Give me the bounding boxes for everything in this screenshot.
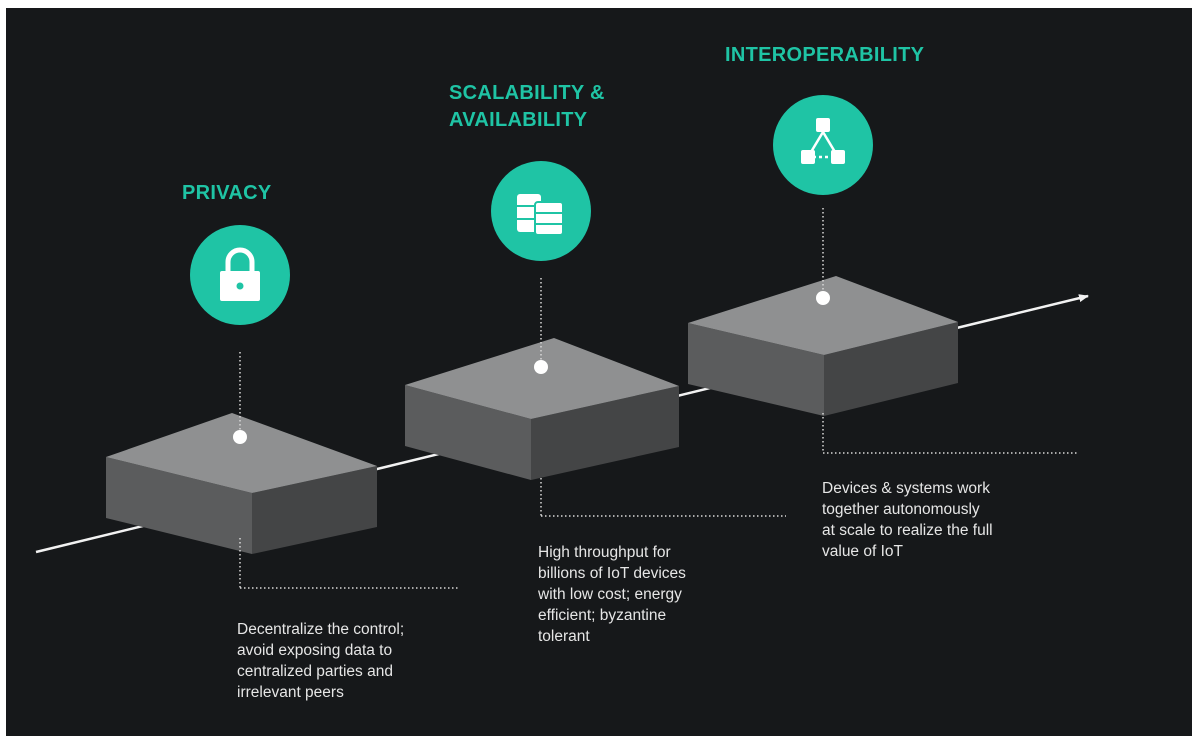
interoperability-heading: INTEROPERABILITY — [725, 44, 925, 66]
scalability-block-top-face — [405, 338, 679, 419]
diagram-canvas: PRIVACY SCALABILITY & AVAILABILITY INTER… — [6, 8, 1192, 736]
privacy-block-right-face — [252, 466, 377, 554]
scalability-block-right-face — [531, 386, 679, 480]
privacy-block — [106, 413, 377, 554]
scalability-marker-dot — [534, 360, 548, 374]
privacy-block-left-face — [106, 457, 252, 554]
scalability-block — [405, 338, 679, 480]
network-nodes-icon — [801, 118, 845, 164]
privacy-description: Decentralize the control; avoid exposing… — [237, 621, 405, 701]
diagram-graphics — [35, 95, 1089, 589]
privacy-marker-dot — [233, 430, 247, 444]
interoperability-block — [688, 276, 958, 416]
scalability-availability-heading: SCALABILITY & AVAILABILITY — [449, 82, 605, 131]
privacy-heading: PRIVACY — [182, 182, 272, 204]
database-stack-icon — [517, 194, 564, 236]
privacy-block-top-face — [106, 413, 377, 493]
interoperability-block-left-face — [688, 323, 824, 416]
scalability-description: High throughput for billions of IoT devi… — [538, 544, 686, 645]
interoperability-block-right-face — [824, 322, 958, 416]
connector-lines — [239, 208, 1079, 589]
interoperability-icon-circle — [773, 95, 873, 195]
interoperability-block-top-face — [688, 276, 958, 355]
padlock-icon — [220, 247, 260, 301]
scalability-block-left-face — [405, 385, 531, 480]
interoperability-description: Devices & systems work together autonomo… — [822, 480, 993, 560]
interoperability-marker-dot — [816, 291, 830, 305]
